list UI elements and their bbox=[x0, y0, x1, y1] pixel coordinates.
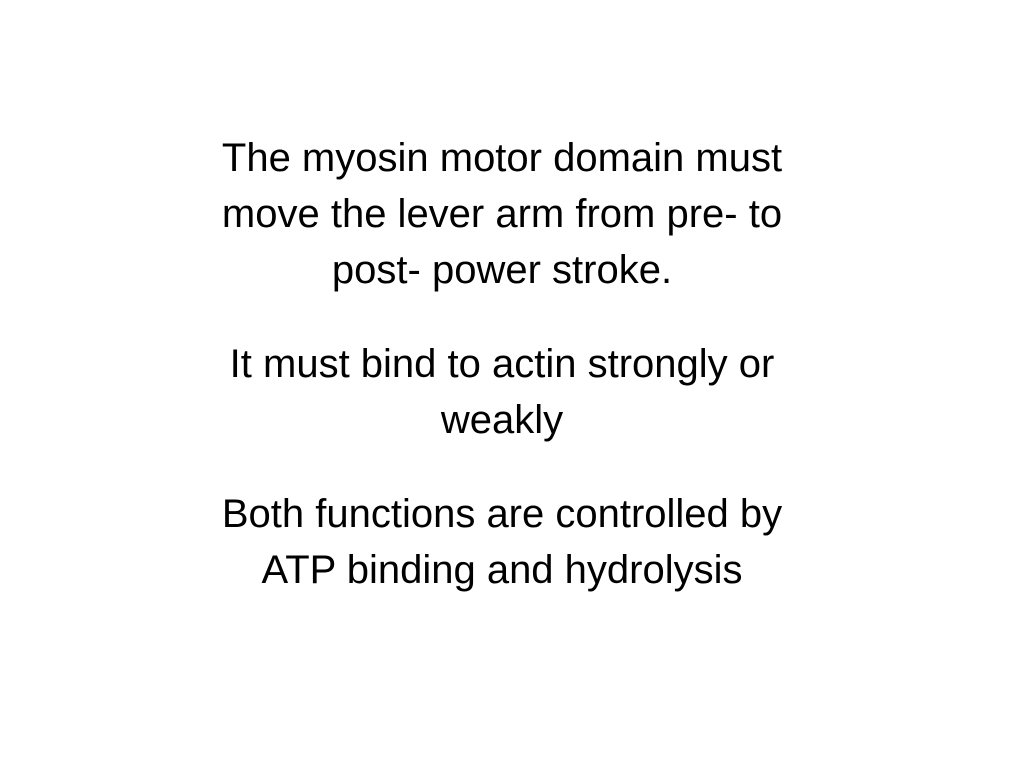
paragraph-actin-binding: It must bind to actin strongly or weakly bbox=[170, 336, 834, 448]
text-line: Both functions are controlled by bbox=[221, 492, 783, 536]
slide-body-text: The myosin motor domain must move the le… bbox=[170, 130, 834, 598]
text-line: It must bind to actin strongly or bbox=[229, 342, 775, 386]
text-line: ATP binding and hydrolysis bbox=[261, 548, 743, 592]
text-line: move the lever arm from pre- to bbox=[221, 192, 783, 236]
text-line: weakly bbox=[440, 398, 564, 442]
text-line: The myosin motor domain must bbox=[221, 136, 783, 180]
text-line: post- power stroke. bbox=[331, 248, 673, 292]
paragraph-lever-arm: The myosin motor domain must move the le… bbox=[170, 130, 834, 298]
paragraph-atp-control: Both functions are controlled by ATP bin… bbox=[170, 486, 834, 598]
